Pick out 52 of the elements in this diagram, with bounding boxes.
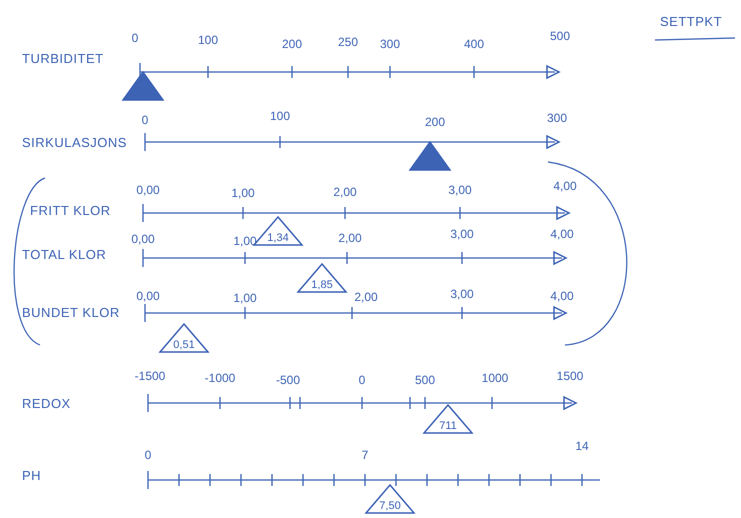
pointer-triangle [296,262,348,294]
scale-value: 0 [358,374,366,386]
scale-name: TOTAL KLOR [22,248,106,261]
marker-value: 7,50 [378,501,402,512]
scale-value: 200 [282,38,302,50]
scale-name: SIRKULASJONS [22,136,127,149]
scale-value: 3,00 [450,228,474,240]
scale-value: 300 [546,112,568,124]
marker-value: 0,51 [172,340,196,351]
scale-name: SETTPKT [660,15,722,28]
scale-value: 0 [142,114,148,126]
scale-value: -1500 [134,370,166,382]
scale-value: -500 [276,374,300,386]
scale-value: 0 [132,32,138,44]
marker-value: 1,85 [310,280,334,291]
scale-value: 250 [338,36,358,48]
scale-value: 2,00 [338,232,362,244]
scale-value: 1500 [556,370,584,382]
scale-value: 400 [464,38,484,50]
scale-value: 4,00 [553,180,577,192]
scale-value: 4,00 [550,290,574,302]
scale-value: 1,00 [231,187,255,199]
pointer-triangle [364,483,416,515]
scale-name: FRITT KLOR [30,204,111,217]
scale-name: PH [22,469,42,482]
scale-value: 300 [380,38,400,50]
scale-value: 14 [575,440,589,452]
scale-name: BUNDET KLOR [22,306,120,319]
scale-value: 1000 [482,372,508,384]
scale-value: 0,00 [136,184,160,196]
scale-value: 1,00 [233,235,257,247]
scale-value: 500 [414,374,436,386]
scale-value: 1,00 [233,292,257,304]
pointer-triangle [158,322,210,354]
scale-value: 0,00 [131,233,155,245]
pointer-triangle [422,403,474,435]
scale-name: REDOX [22,397,71,410]
scale-value: -1000 [204,372,236,384]
scale-value: 7 [362,449,368,461]
scale-value: 4,00 [550,228,574,240]
scale-value: 2,00 [333,186,357,198]
scale-value: 500 [550,30,570,42]
scale-value: 100 [198,34,218,46]
scale-value: 2,00 [354,291,378,303]
scale-name: TURBIDITET [22,52,104,65]
scale-value: 0,00 [136,290,160,302]
scale-value: 0 [144,449,152,461]
scale-value: 200 [424,116,446,128]
marker-value: 711 [438,421,458,432]
scale-value: 3,00 [448,184,472,196]
scale-value: 100 [270,110,290,122]
scale-value: 3,00 [450,288,474,300]
